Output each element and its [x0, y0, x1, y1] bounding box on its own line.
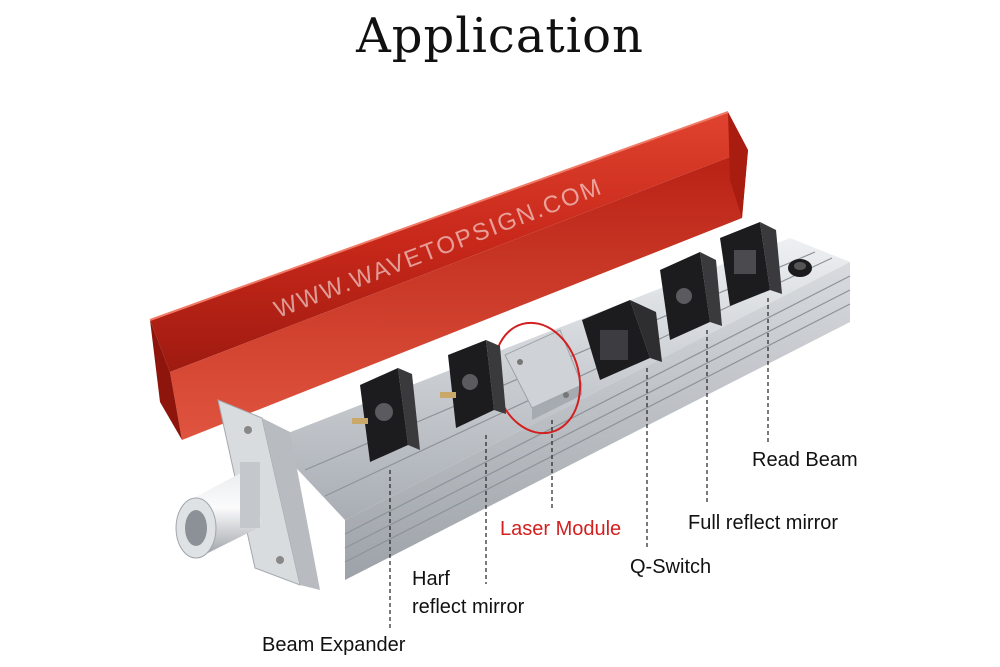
label-beam-expander: Beam Expander	[262, 634, 406, 656]
page-title: Application	[356, 8, 644, 64]
red-cover	[149, 111, 748, 440]
mirror-mount-read-beam	[720, 222, 812, 306]
label-full-reflect-mirror: Full reflect mirror	[688, 512, 839, 534]
q-switch-device	[582, 300, 662, 380]
mirror-mount-full-reflect	[660, 252, 722, 340]
label-read-beam: Read Beam	[752, 449, 858, 471]
label-harf-line2: reflect mirror	[412, 596, 525, 618]
leader-lines	[389, 298, 769, 628]
mirror-mount-beam-expander	[352, 368, 420, 462]
label-laser-module: Laser Module	[500, 518, 622, 540]
mirror-mount-harf-reflect	[440, 340, 506, 428]
label-q-switch: Q-Switch	[630, 556, 712, 578]
label-harf-line1: Harf	[412, 568, 450, 590]
beam-expander-device	[175, 462, 262, 559]
laser-module-plate	[504, 329, 583, 420]
